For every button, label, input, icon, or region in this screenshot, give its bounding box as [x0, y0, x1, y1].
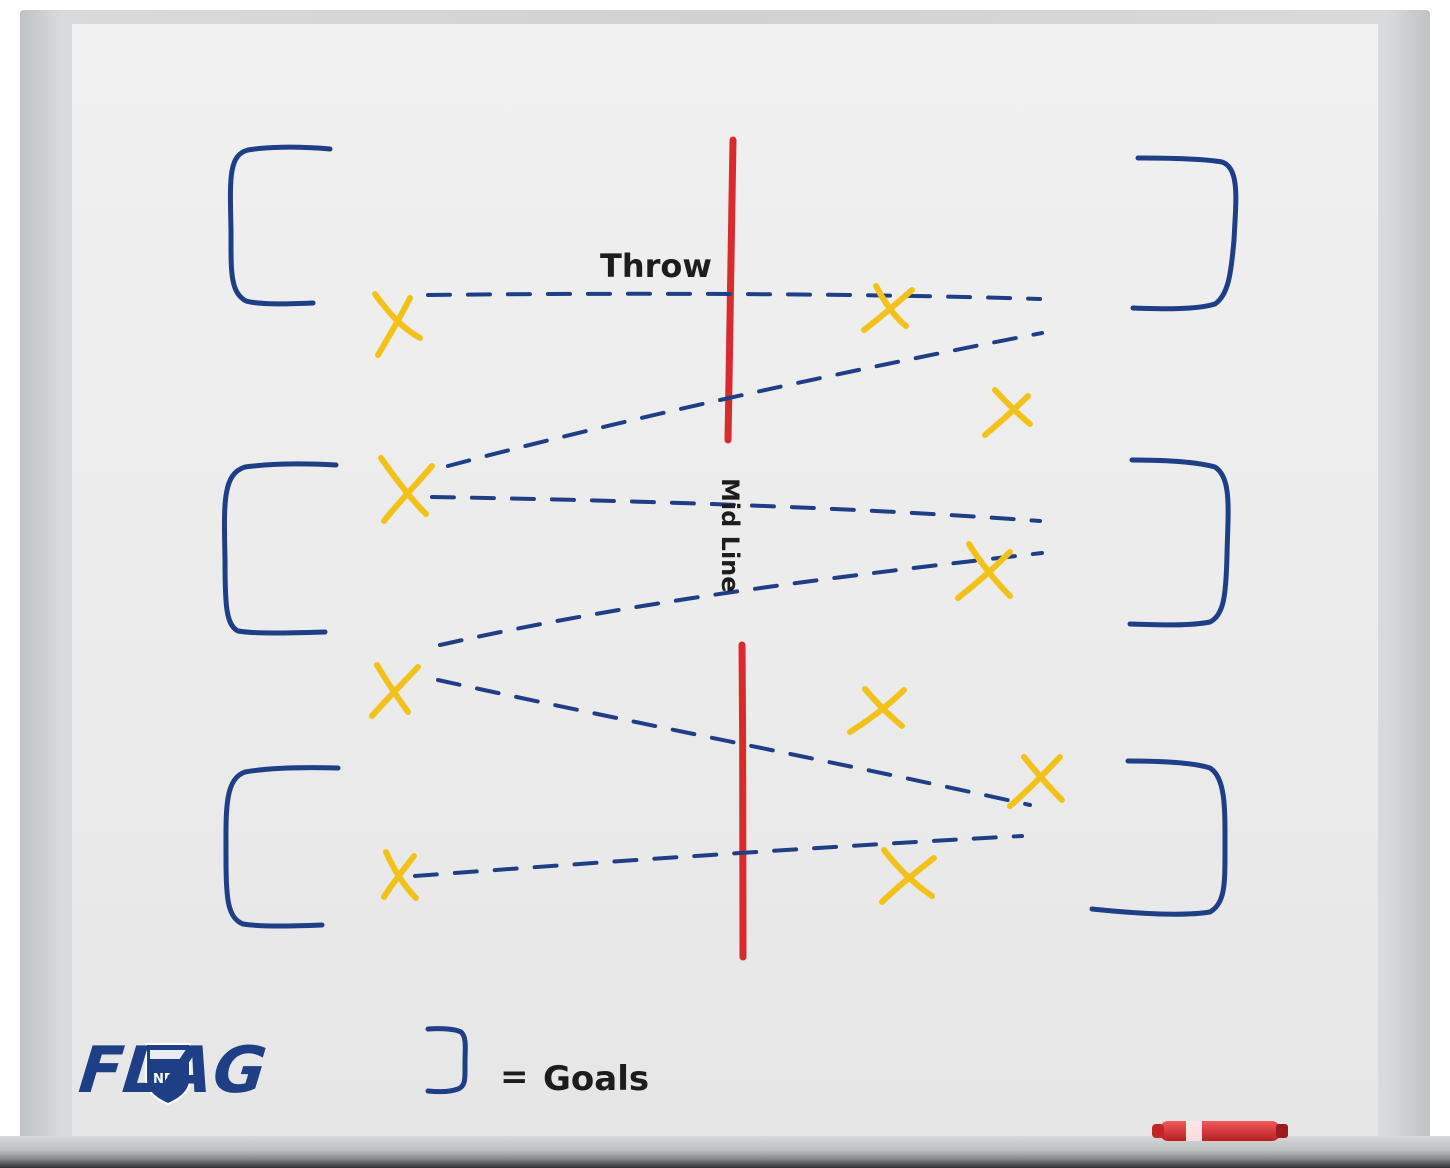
flag-wordmark: FLAG: [76, 1033, 270, 1108]
player-right-4-icon: [847, 686, 907, 735]
pass-line-1: [426, 291, 1042, 301]
goal-right-middle-icon: [1127, 457, 1231, 628]
pass-line-3: [430, 495, 1042, 523]
pass-line-4: [438, 551, 1044, 647]
legend-equals: =: [500, 1057, 529, 1097]
pass-line-6: [413, 834, 1024, 878]
goal-left-top-icon: [227, 144, 333, 307]
mid-line-label: Mid Line: [716, 478, 744, 593]
dry-erase-marker-icon: [1152, 1121, 1288, 1141]
players: [369, 283, 1065, 905]
goals-left: [221, 144, 341, 929]
mid-line-top-segment: [724, 136, 737, 444]
goal-right-bottom-icon: [1089, 758, 1228, 917]
marker-tray: [0, 1136, 1450, 1168]
player-left-2-icon: [378, 455, 435, 524]
player-left-3-icon: [369, 662, 421, 719]
player-right-3-icon: [955, 541, 1013, 601]
throw-label: Throw: [600, 247, 712, 285]
pass-line-2: [446, 331, 1044, 468]
player-right-1-icon: [861, 283, 915, 333]
player-left-1-icon: [372, 291, 423, 358]
nfl-flag-logo: NFL FLAG: [76, 1033, 270, 1108]
whiteboard-surface: [72, 24, 1378, 1136]
goal-right-top-icon: [1130, 155, 1239, 312]
legend-goals-label: Goals: [543, 1059, 649, 1099]
player-right-5-icon: [1007, 754, 1065, 809]
player-right-2-icon: [982, 387, 1033, 438]
goal-left-bottom-icon: [223, 765, 341, 929]
player-right-6-icon: [879, 847, 937, 905]
goals-right: [1089, 155, 1239, 917]
player-left-4-icon: [381, 849, 419, 901]
legend: = Goals: [425, 1026, 649, 1099]
pass-lines: [413, 291, 1044, 878]
mid-line: [724, 136, 747, 961]
nfl-shield-text: NFL: [153, 1072, 181, 1087]
legend-goal-icon: [425, 1026, 468, 1095]
pass-line-5: [436, 678, 1032, 807]
mid-line-bottom-segment: [738, 641, 747, 961]
goal-left-middle-icon: [221, 461, 339, 636]
